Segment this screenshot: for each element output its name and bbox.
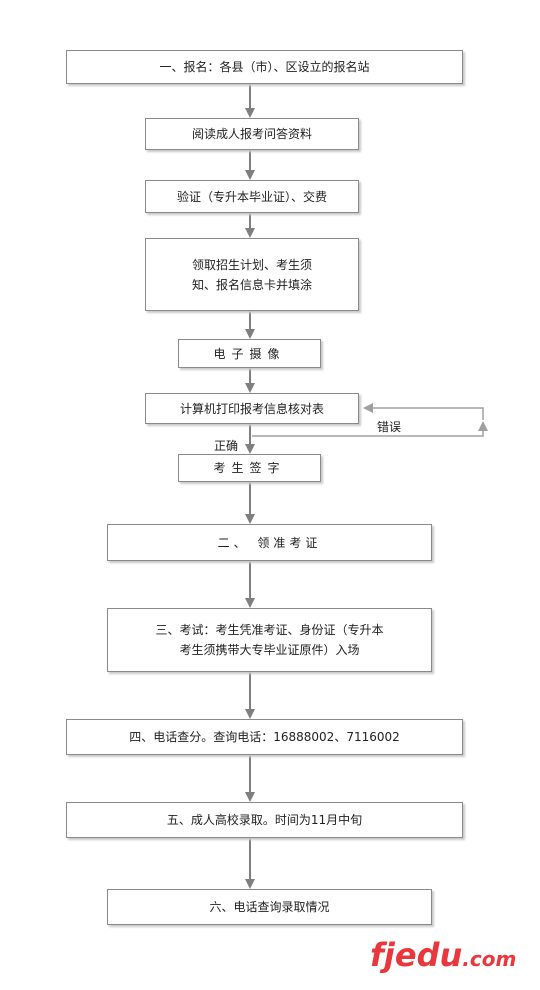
label-error: 错误 [377,420,402,434]
fjedu-logo: fjedu.com [370,935,535,975]
label-correct: 正确 [214,439,239,453]
step-registration: 一、报名：各县（市）、区设立的报名站 [66,50,463,84]
step-print-check: 计算机打印报考信息核对表 [145,393,359,424]
step-sign: 考生签字 [178,454,321,482]
error-loop-back [363,403,484,420]
step-score-query: 四、电话查分。查询电话：16888002、7116002 [66,719,463,755]
step-verify-pay: 验证（专升本毕业证）、交费 [145,180,359,213]
step-photo: 电子摄像 [178,339,321,368]
step-receive-forms: 领取招生计划、考生须 知、报名信息卡并填涂 [145,238,359,311]
step-enrollment: 五、成人高校录取。时间为11月中旬 [66,802,463,838]
logo-brand: fjedu [370,936,463,974]
step-result-query: 六、电话查询录取情况 [107,889,432,925]
step-admission-ticket: 二、 领准考证 [107,524,432,561]
logo-suffix: .com [462,947,517,971]
error-loop-out [252,421,488,437]
step-read-materials: 阅读成人报考问答资料 [145,118,359,150]
step-exam: 三、考试：考生凭准考证、身份证（专升本 考生须携带大专毕业证原件）入场 [107,608,432,672]
